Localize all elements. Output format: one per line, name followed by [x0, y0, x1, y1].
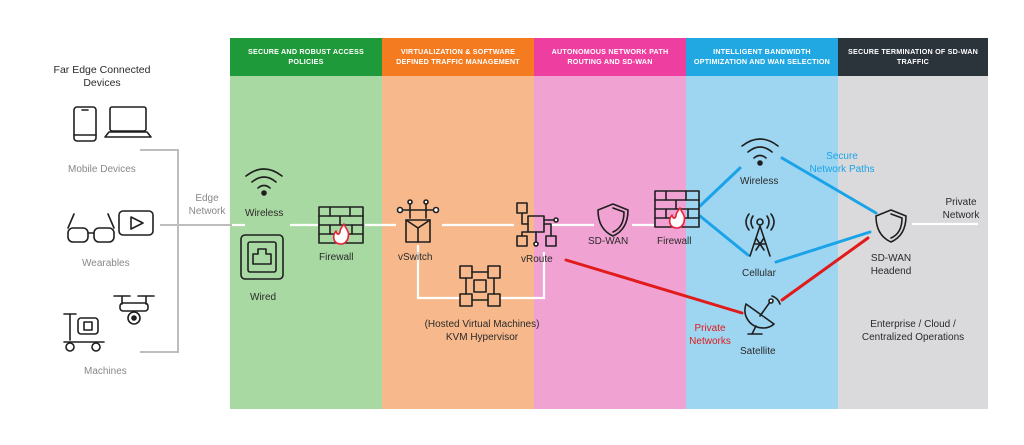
- vswitch-label: vSwitch: [398, 252, 433, 263]
- video-camera-icon: [118, 210, 154, 236]
- smartphone-icon: [73, 106, 97, 142]
- machines-label: Machines: [84, 366, 127, 377]
- firewall-icon: [318, 206, 364, 245]
- wearables-label: Wearables: [82, 258, 130, 269]
- firewall-2-icon: [654, 190, 700, 229]
- headend-shield-icon: [875, 209, 907, 243]
- column-bandwidth-bg: [686, 76, 838, 409]
- device-bracket: [140, 149, 179, 353]
- wireless-wan-label: Wireless: [740, 176, 779, 187]
- hypervisor-icon: [459, 265, 501, 307]
- firewall-2-label: Firewall: [657, 236, 692, 247]
- column-header-virtualization: VIRTUALIZATION & SOFTWARE DEFINED TRAFFI…: [382, 38, 534, 76]
- firewall-1-label: Firewall: [319, 252, 354, 263]
- headend-label: SD-WAN Headend: [870, 253, 912, 277]
- vroute-label: vRoute: [521, 254, 553, 265]
- column-header-termination: SECURE TERMINATION OF SD-WAN TRAFFIC: [838, 38, 988, 76]
- column-header-access: SECURE AND ROBUST ACCESS POLICIES: [230, 38, 382, 76]
- column-routing-bg: [534, 76, 686, 409]
- wireless-wan-icon: [741, 138, 779, 166]
- private-networks-label: Private Networks: [689, 323, 731, 347]
- laptop-icon: [104, 106, 152, 138]
- devices-title: Far Edge Connected Devices: [53, 64, 151, 89]
- private-network-label: Private Network: [942, 197, 980, 221]
- cellular-label: Cellular: [742, 268, 776, 279]
- cell-tower-icon: [745, 213, 775, 257]
- ethernet-port-icon: [240, 234, 284, 280]
- hypervisor-label: (Hosted Virtual Machines) KVM Hypervisor: [424, 319, 540, 343]
- column-header-routing: AUTONOMOUS NETWORK PATH ROUTING AND SD-W…: [534, 38, 686, 76]
- satellite-dish-icon: [744, 295, 781, 335]
- sdwan-shield-icon: [597, 203, 629, 237]
- column-header-bandwidth: INTELLIGENT BANDWIDTH OPTIMIZATION AND W…: [686, 38, 838, 76]
- wifi-icon: [245, 168, 283, 196]
- robot-machine-icon: [63, 313, 105, 352]
- smart-glasses-icon: [67, 213, 115, 243]
- drone-icon: [113, 295, 155, 325]
- satellite-label: Satellite: [740, 346, 776, 357]
- operations-label: Enterprise / Cloud / Centralized Operati…: [861, 319, 965, 343]
- wireless-access-label: Wireless: [245, 208, 284, 219]
- mobile-devices-label: Mobile Devices: [68, 164, 136, 175]
- virtual-switch-icon: [396, 199, 440, 243]
- wired-label: Wired: [250, 292, 277, 303]
- edge-network-label: Edge Network: [188, 193, 226, 217]
- router-icon: [516, 202, 559, 247]
- sdwan-label: SD-WAN: [588, 236, 629, 247]
- secure-paths-label: Secure Network Paths: [809, 151, 875, 175]
